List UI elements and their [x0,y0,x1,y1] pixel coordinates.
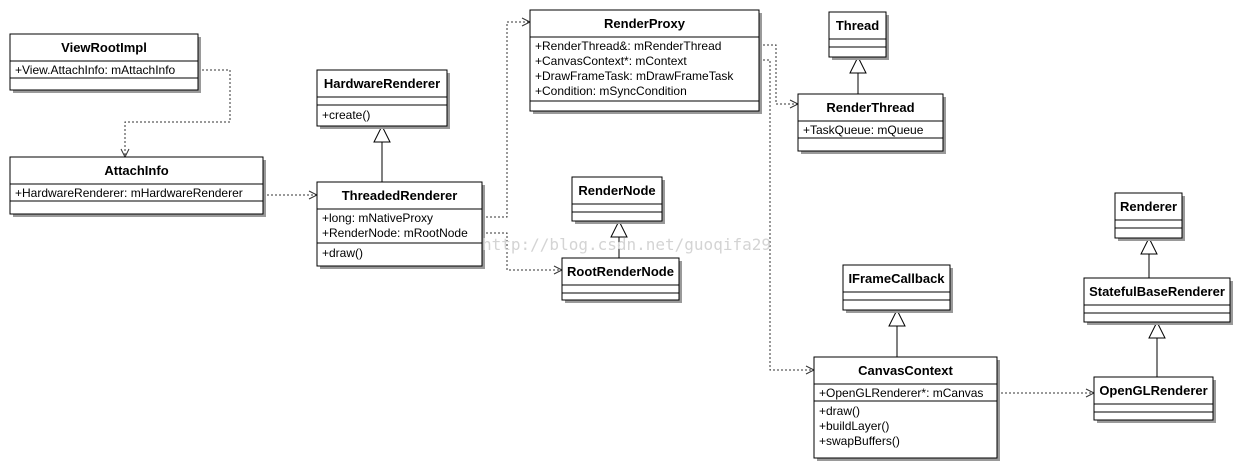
class-name: IFrameCallback [848,271,945,286]
class-opengl-renderer: OpenGLRenderer [1093,376,1216,423]
class-box [1083,277,1231,323]
hollow-triangle-arrowhead [1148,320,1166,339]
class-render-thread: RenderThread +TaskQueue: mQueue [797,93,946,154]
class-attribute: +RenderThread&: mRenderThread [535,39,721,53]
hollow-triangle-arrowhead [373,124,391,143]
class-operation: +buildLayer() [819,419,889,433]
class-name: Thread [836,18,879,33]
class-operation: +draw() [819,404,860,418]
dependency-line [482,21,530,218]
dependency-render-proxy-to-render-thread [759,44,800,109]
class-box [316,181,483,267]
class-render-proxy: RenderProxy +RenderThread&: mRenderThread… [529,9,762,114]
inheritance-stateful-base-renderer-to-renderer [1140,236,1158,278]
class-name: StatefulBaseRenderer [1089,284,1225,299]
class-name: ThreadedRenderer [342,188,458,203]
class-operation: +swapBuffers() [819,434,900,448]
class-attribute: +RenderNode: mRootNode [322,226,468,240]
inheritance-root-render-node-to-render-node [610,219,628,258]
hollow-triangle-arrowhead [849,55,867,74]
class-attribute: +DrawFrameTask: mDrawFrameTask [535,69,734,83]
class-name: AttachInfo [104,163,168,178]
hollow-triangle-arrowhead [1140,236,1158,255]
dependency-line [482,232,562,271]
class-name: CanvasContext [858,363,953,378]
class-attribute: +OpenGLRenderer*: mCanvas [819,386,983,400]
relations-layer [120,17,1166,398]
dependency-threaded-renderer-to-render-proxy [482,17,532,218]
class-renderer: Renderer [1114,192,1185,241]
class-box [828,11,887,58]
inheritance-opengl-renderer-to-stateful-base-renderer [1148,320,1166,377]
class-iframe-callback: IFrameCallback [842,264,953,313]
class-box [529,9,760,112]
watermark-text: http://blog.csdn.net/guoqifa29 [482,235,771,254]
dependency-attach-info-to-threaded-renderer [263,190,319,200]
classes-layer: ViewRootImpl +View.AttachInfo: mAttachInf… [9,9,1233,461]
class-box [1114,192,1183,239]
hollow-triangle-arrowhead [888,308,906,327]
class-box [813,356,998,459]
hollow-triangle-arrowhead [610,219,628,238]
dependency-canvas-context-to-opengl-renderer [997,388,1096,398]
class-box [316,69,448,127]
class-attribute: +long: mNativeProxy [322,211,433,225]
class-box [9,33,199,91]
inheritance-threaded-renderer-to-hardware-renderer [373,124,391,182]
class-name: RenderThread [826,100,914,115]
class-render-node: RenderNode [571,176,665,224]
class-attribute: +TaskQueue: mQueue [803,123,924,137]
class-operation: +create() [322,108,370,122]
class-attach-info: AttachInfo +HardwareRenderer: mHardwareRe… [9,156,266,217]
class-attribute: +View.AttachInfo: mAttachInfo [15,63,176,77]
class-name: HardwareRenderer [324,76,440,91]
class-view-root-impl: ViewRootImpl +View.AttachInfo: mAttachInf… [9,33,201,93]
class-root-render-node: RootRenderNode [561,257,682,303]
class-name: Renderer [1120,199,1177,214]
inheritance-canvas-context-to-iframe-callback [888,308,906,357]
class-stateful-base-renderer: StatefulBaseRenderer [1083,277,1233,325]
class-thread: Thread [828,11,889,60]
class-threaded-renderer: ThreadedRenderer +long: mNativeProxy+Rend… [316,181,485,269]
class-operation: +draw() [322,246,363,260]
class-name: RenderProxy [604,16,686,31]
class-box [842,264,951,311]
dependency-line [124,69,231,157]
dependency-line [759,59,814,371]
class-hardware-renderer: HardwareRenderer +create() [316,69,450,129]
class-name: ViewRootImpl [61,40,147,55]
class-name: OpenGLRenderer [1099,383,1207,398]
class-name: RootRenderNode [567,264,674,279]
class-attribute: +HardwareRenderer: mHardwareRenderer [15,186,243,200]
class-box [1093,376,1214,421]
class-attribute: +CanvasContext*: mContext [535,54,687,68]
class-box [797,93,944,152]
dependency-line [759,44,798,105]
inheritance-render-thread-to-thread [849,55,867,94]
class-attribute: +Condition: mSyncCondition [535,84,687,98]
class-box [9,156,264,215]
class-box [571,176,663,222]
class-canvas-context: CanvasContext +OpenGLRenderer*: mCanvas +d… [813,356,1000,461]
class-name: RenderNode [578,183,655,198]
